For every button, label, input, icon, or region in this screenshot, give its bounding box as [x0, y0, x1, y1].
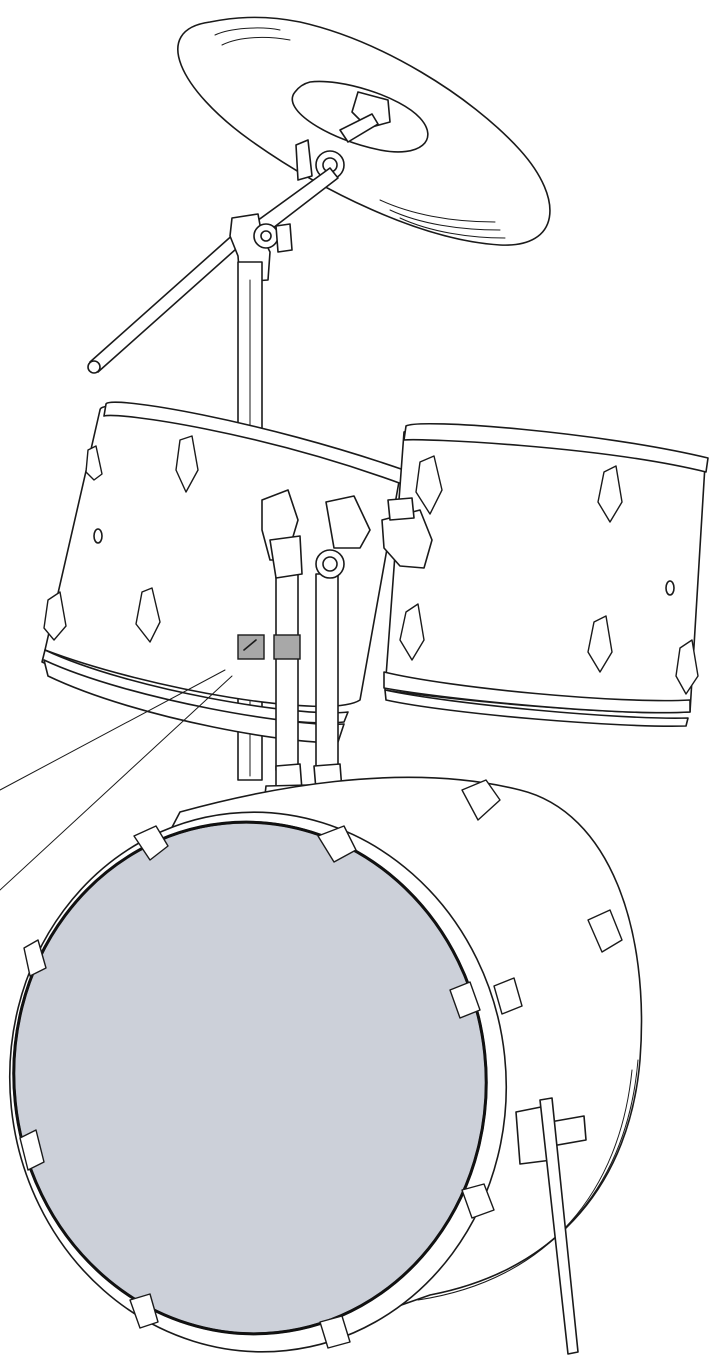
callout-lines	[0, 669, 233, 891]
bass-drum	[8, 776, 643, 1355]
right-rack-tom	[383, 422, 709, 727]
left-rack-tom	[41, 401, 405, 744]
crash-cymbal	[177, 16, 551, 246]
